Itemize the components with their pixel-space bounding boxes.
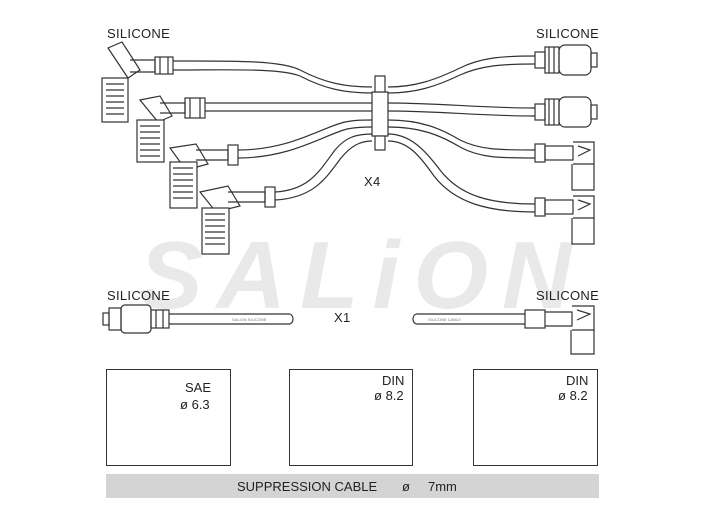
- terminal-box-sae: SAE ø 6.3: [106, 369, 231, 466]
- silicone-label-top-left: SILICONE: [107, 26, 171, 41]
- terminal-size: ø 8.2: [558, 388, 588, 403]
- footer-label: SUPPRESSION CABLE: [237, 479, 378, 494]
- cable-3: [168, 119, 595, 209]
- silicone-label-mid-right: SILICONE: [536, 288, 600, 303]
- footer-diameter-symbol: ø: [402, 479, 410, 494]
- terminal-size-value: 8.2: [385, 388, 404, 403]
- terminal-size: ø 6.3: [180, 397, 210, 412]
- terminal-box-din-1: DIN ø 8.2: [289, 369, 413, 466]
- svg-text:SILICONE CABLE: SILICONE CABLE: [428, 317, 461, 322]
- terminal-type: DIN: [566, 373, 589, 388]
- diameter-symbol: ø: [180, 397, 188, 412]
- quantity-x4-label: X4: [364, 174, 381, 189]
- quantity-x1-label: X1: [334, 310, 351, 325]
- svg-text:SALION SILICONE: SALION SILICONE: [232, 317, 267, 322]
- coil-lead: [102, 304, 595, 355]
- cable-2: [136, 95, 598, 163]
- separator-clip: [371, 91, 389, 137]
- suppression-cable-bar: SUPPRESSION CABLE ø 7mm: [106, 474, 599, 498]
- terminal-size: ø 8.2: [374, 388, 404, 403]
- terminal-type: SAE: [185, 380, 212, 395]
- cable-4: [198, 133, 595, 255]
- terminal-type: DIN: [382, 373, 405, 388]
- silicone-label-top-right: SILICONE: [536, 26, 600, 41]
- terminal-size-value: 6.3: [191, 397, 210, 412]
- cable-1: [101, 41, 598, 123]
- silicone-label-mid-left: SILICONE: [107, 288, 171, 303]
- terminal-size-value: 8.2: [569, 388, 588, 403]
- footer-value: 7mm: [428, 479, 457, 494]
- terminal-box-din-2: DIN ø 8.2: [473, 369, 598, 466]
- diameter-symbol: ø: [374, 388, 382, 403]
- diameter-symbol: ø: [558, 388, 566, 403]
